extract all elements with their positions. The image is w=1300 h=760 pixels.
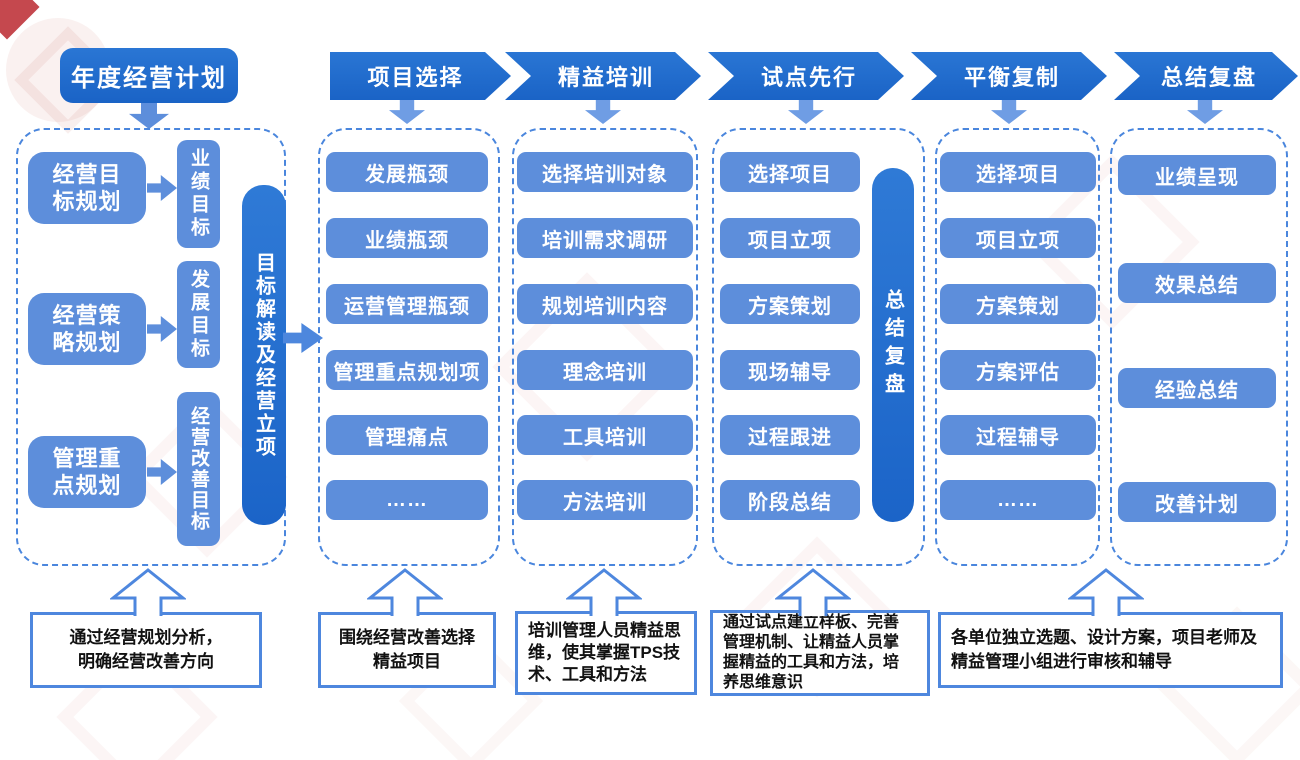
stage-item: …… [326, 480, 488, 520]
stage-item: 项目立项 [720, 218, 860, 258]
stage-item: 理念培训 [517, 350, 693, 390]
arrow-up-icon [110, 568, 186, 616]
stage-banner-5: 总结复盘 [1114, 52, 1298, 100]
stage-panel-5 [1110, 128, 1288, 566]
arrow-up-icon [1068, 568, 1144, 616]
stage-item: 方案策划 [940, 284, 1096, 324]
arrow-down-icon [991, 100, 1027, 124]
stage-item: 管理痛点 [326, 415, 488, 455]
stage-item: 选择项目 [720, 152, 860, 192]
stage-panel-3 [712, 128, 925, 566]
stage-item: 方法培训 [517, 480, 693, 520]
stage-item: 业绩呈现 [1118, 155, 1276, 195]
stage-item: 改善计划 [1118, 482, 1276, 522]
arrow-up-icon [566, 568, 642, 616]
overview-source: 管理重 点规划 [28, 436, 146, 508]
overview-sidebar: 目标解读及经营立项 [242, 185, 286, 525]
arrow-down-icon [788, 100, 824, 124]
stage-item: 效果总结 [1118, 263, 1276, 303]
watermark-corner-diamond [0, 0, 40, 40]
stage-item: 阶段总结 [720, 480, 860, 520]
overview-note: 通过经营规划分析， 明确经营改善方向 [30, 612, 262, 688]
stage-item: 经验总结 [1118, 368, 1276, 408]
stage-panel-4 [935, 128, 1100, 566]
stage-item: 规划培训内容 [517, 284, 693, 324]
stage3-sidebar: 总结复盘 [872, 168, 914, 522]
stage-item: 工具培训 [517, 415, 693, 455]
stage-item: 培训需求调研 [517, 218, 693, 258]
stage-item: 选择项目 [940, 152, 1096, 192]
stage-item: 现场辅导 [720, 350, 860, 390]
stage-banner-1: 项目选择 [330, 52, 511, 100]
stage-banner-2: 精益培训 [505, 52, 701, 100]
stage-banner-3: 试点先行 [708, 52, 904, 100]
arrow-right-icon [283, 323, 323, 353]
arrow-up-icon [775, 568, 851, 616]
stage-item: 方案策划 [720, 284, 860, 324]
stage-item: 选择培训对象 [517, 152, 693, 192]
overview-target: 发展目标 [177, 261, 220, 368]
stage-item: …… [940, 480, 1096, 520]
stage-item: 过程辅导 [940, 415, 1096, 455]
stage3-note: 通过试点建立样板、完善 管理机制、让精益人员掌 握精益的工具和方法，培 养思维意… [710, 610, 930, 696]
annual-plan-title: 年度经营计划 [60, 48, 238, 103]
stage1-note: 围绕经营改善选择 精益项目 [318, 612, 496, 688]
stage-item: 业绩瓶颈 [326, 218, 488, 258]
stage-item: 过程跟进 [720, 415, 860, 455]
stage-item: 运营管理瓶颈 [326, 284, 488, 324]
stage4-note: 各单位独立选题、设计方案，项目老师及 精益管理小组进行审核和辅导 [938, 612, 1283, 688]
stage-banner-4: 平衡复制 [911, 52, 1107, 100]
overview-target: 业绩目标 [177, 140, 220, 248]
stage-item: 管理重点规划项 [326, 350, 488, 390]
arrow-up-icon [367, 568, 443, 616]
stage-panel-2 [512, 128, 698, 566]
overview-source: 经营目 标规划 [28, 152, 146, 224]
arrow-down-icon [1187, 100, 1223, 124]
stage-item: 项目立项 [940, 218, 1096, 258]
stage2-note: 培训管理人员精益思 维，使其掌握TPS技 术、工具和方法 [515, 611, 697, 695]
overview-target: 经营改善目标 [177, 392, 220, 546]
arrow-down-icon [129, 103, 169, 129]
arrow-down-icon [389, 100, 425, 124]
stage-panel-1 [318, 128, 500, 566]
stage-item: 方案评估 [940, 350, 1096, 390]
arrow-down-icon [585, 100, 621, 124]
stage-item: 发展瓶颈 [326, 152, 488, 192]
overview-source: 经营策 略规划 [28, 293, 146, 365]
